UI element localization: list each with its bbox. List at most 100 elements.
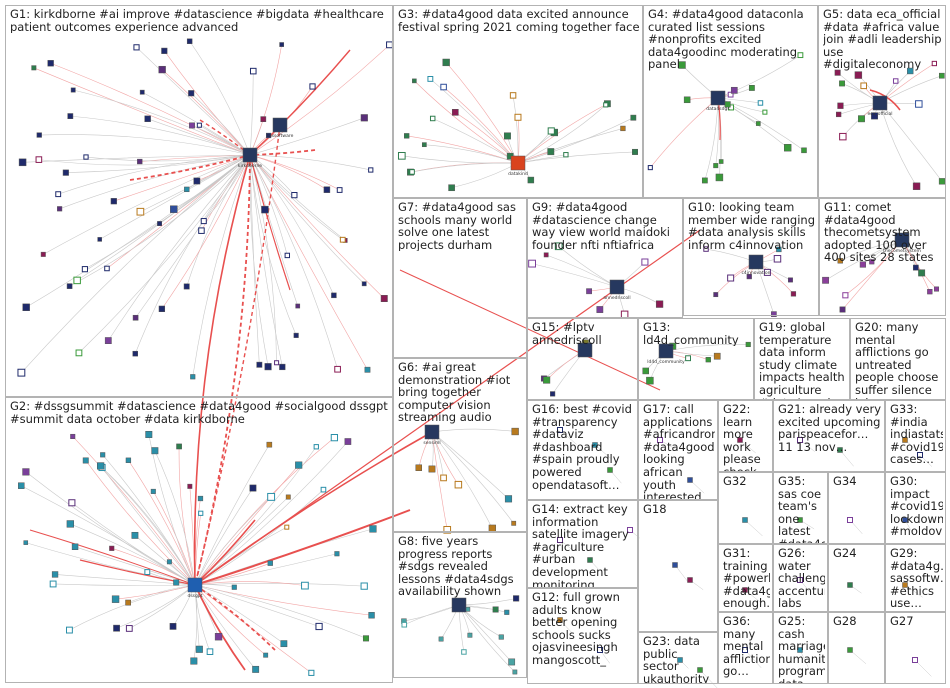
node-g5hub-1 (938, 178, 946, 185)
node-dssg-23 (125, 599, 131, 606)
node-small-15 (797, 577, 803, 583)
node-dssg-28 (197, 495, 204, 502)
node-dssg-0 (125, 625, 133, 632)
node-dssg-52 (313, 444, 319, 450)
node-dssg-42 (23, 540, 29, 545)
node-small-17 (902, 582, 908, 588)
node-kirk-55 (183, 283, 190, 290)
node-g3hub-2 (429, 115, 436, 122)
node-dssg-9 (252, 665, 260, 673)
node-g11hub-2 (839, 306, 846, 313)
group-box-g1: G1: kirkdborne #ai improve #datascience … (5, 5, 393, 397)
edge-heavy-13 (79, 559, 196, 586)
edge-kirk-15 (33, 67, 251, 156)
node-g3hub-22 (547, 127, 555, 135)
edge-g5hub-14 (879, 102, 917, 187)
edge-kirk-44 (189, 41, 251, 156)
node-kirk-24 (323, 186, 331, 193)
node-kirk-67 (81, 266, 88, 273)
edge-dssg-4 (55, 574, 196, 586)
node-g8hub-11 (492, 606, 499, 613)
node-dssg-36 (49, 580, 57, 588)
node-g3hub-3 (440, 83, 447, 91)
node-g5hub-0 (837, 102, 844, 109)
node-dssg-3 (198, 510, 204, 516)
edge-kirk-16 (39, 134, 251, 156)
node-g8hub-0 (512, 669, 518, 675)
hub-node-g11hub (894, 232, 910, 248)
node-dssg-47 (330, 434, 339, 442)
node-kirk-66 (136, 207, 145, 216)
node-dssg-25 (190, 657, 198, 665)
node-g4hub-3 (801, 147, 807, 154)
node-dssg-30 (70, 433, 76, 439)
edge-heavy-6 (249, 49, 351, 156)
node-kirk-62 (293, 332, 299, 338)
group-label-g9: G9: #data4good #datascience change way v… (532, 201, 674, 252)
node-g6hub-4 (504, 495, 513, 503)
edge-g3hub-25 (517, 151, 636, 164)
edge-dssg-10 (194, 584, 266, 656)
group-box-g32: G32 (718, 472, 773, 544)
edge-kirk-46 (249, 154, 335, 296)
edge-dssg-53 (194, 489, 324, 586)
node-g6hub-6 (511, 520, 517, 526)
edge-kirk-34 (249, 154, 371, 171)
node-small-11 (797, 517, 803, 523)
edge-g6hub-9 (431, 431, 493, 529)
group-box-g22: G22: learn more work please check data4s… (718, 400, 773, 472)
node-label-annedriscoll: annedriscoll (603, 295, 630, 301)
node-g10hub-9 (788, 277, 793, 283)
node-g8hub-9 (401, 621, 408, 628)
hub-node-g13hub (658, 343, 674, 359)
edge-kirk-63 (249, 44, 390, 156)
node-dssg-41 (362, 635, 370, 642)
edge-kirk-62 (249, 154, 297, 336)
edge-dssg-22 (194, 553, 337, 586)
node-dssg-15 (18, 482, 25, 489)
group-label-g11: G11: comet #data4good thecometsystem ado… (824, 201, 934, 264)
edge-kirk-69 (249, 154, 385, 299)
node-dssg-59 (166, 559, 172, 565)
group-box-g29: G29: #data4g… sassoftw… #ethics use… (885, 544, 946, 612)
node-g8hub-8 (513, 595, 520, 602)
edge-kirk-13 (249, 154, 343, 240)
node-kirk-37 (279, 363, 286, 371)
edge-dssg-36 (53, 583, 196, 586)
group-label-g29: G29: #data4g… sassoftw… #ethics use… (890, 547, 943, 610)
node-g10hub-5 (790, 291, 797, 297)
group-box-g33: G33: #india indiastats #covid19 cases… (885, 400, 946, 472)
group-label-g12: G12: full grown adults know better openi… (532, 591, 624, 667)
node-kirk-26 (190, 374, 196, 380)
node-dssg-46 (214, 633, 223, 641)
node-small-1 (592, 442, 598, 448)
node-kirk-7 (67, 113, 74, 119)
node-g13hub-2 (685, 355, 691, 362)
node-label-sas_software: sassoftware (267, 133, 294, 139)
node-dssg-27 (368, 612, 375, 619)
node-small-22 (672, 562, 678, 568)
edge-dssg-16 (99, 465, 196, 586)
node-g4hub-5 (784, 144, 792, 152)
node-g10hub-1 (727, 274, 735, 282)
edge-g6hub-8 (431, 428, 516, 433)
node-small-25 (587, 557, 593, 563)
node-small-6 (797, 437, 803, 443)
node-kirk-49 (200, 218, 207, 225)
group-label-g16: G16: best #covid #transparency #dataviz … (532, 403, 632, 492)
node-dssg-18 (169, 623, 177, 630)
edge-dssg-45 (194, 441, 349, 586)
edge-dssg-43 (194, 581, 305, 586)
node-g4hub-13 (713, 163, 719, 169)
node-dssg-57 (249, 484, 257, 492)
edge-kirk-7 (70, 115, 251, 156)
node-g11hub-6 (837, 258, 843, 264)
node-dssg-14 (125, 457, 132, 463)
node-g5hub-2 (835, 111, 842, 118)
node-g3hub-4 (620, 125, 626, 132)
edge-g5hub-1 (879, 102, 943, 182)
node-dssg-53 (320, 486, 327, 493)
node-g9hub-5 (596, 306, 604, 313)
node-dssg-21 (68, 499, 76, 507)
